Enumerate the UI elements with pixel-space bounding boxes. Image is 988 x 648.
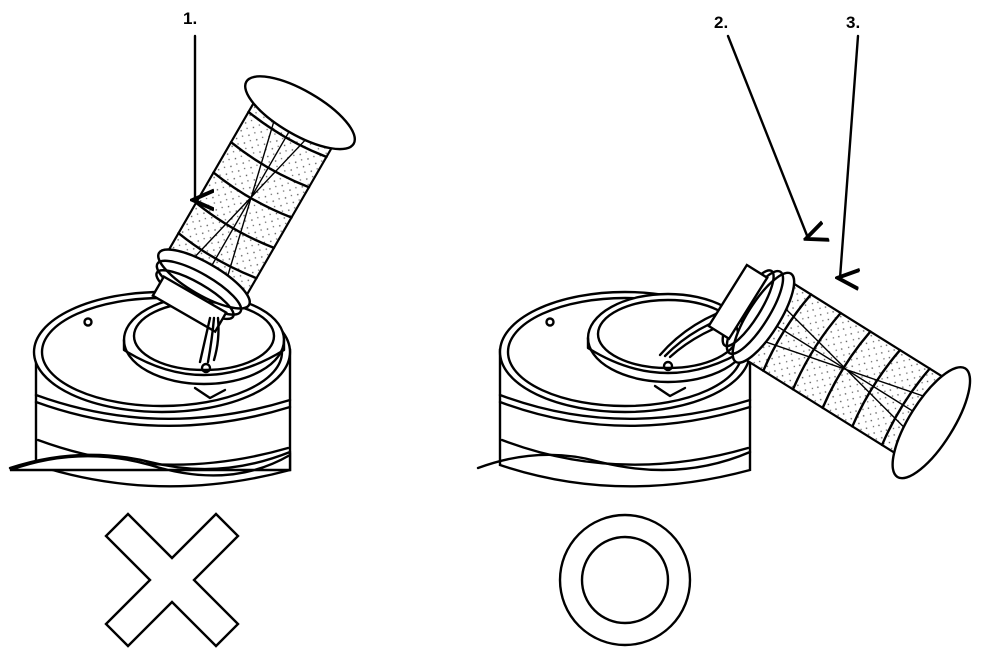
callout-3: 3. (846, 13, 861, 32)
right-tank (498, 290, 752, 488)
circle-mark-icon (558, 513, 692, 647)
callout-2: 2. (714, 13, 729, 32)
left-filter (151, 75, 357, 334)
right-panel (476, 34, 972, 647)
callout-1: 1. (183, 9, 198, 28)
left-panel (8, 34, 357, 648)
right-filter (707, 263, 972, 480)
cross-mark-icon (104, 512, 240, 648)
